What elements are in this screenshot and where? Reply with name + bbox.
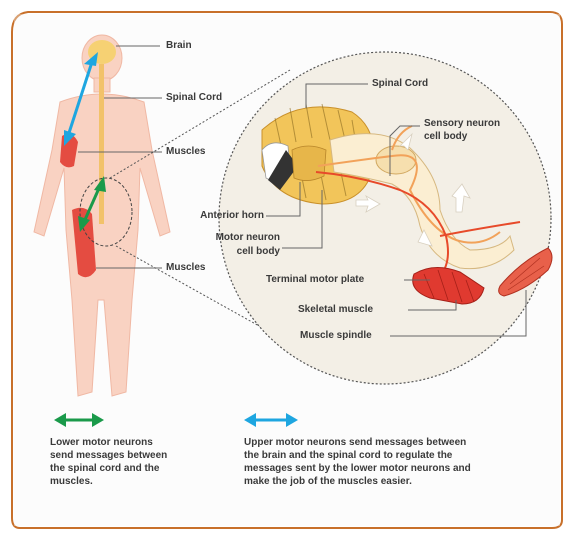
legend-upper-text: Upper motor neurons send messages betwee… — [244, 436, 544, 488]
legend-upper-line: make the job of the muscles easier. — [244, 475, 544, 488]
legend-upper-line: Upper motor neurons send messages betwee… — [244, 436, 544, 449]
legend-lower-line: the spinal cord and the — [50, 462, 230, 475]
legend-lower-line: Lower motor neurons — [50, 436, 230, 449]
label-motor-neuron-1: Motor neuron — [190, 232, 280, 244]
label-sensory-neuron-2: cell body — [424, 131, 467, 143]
label-motor-neuron-2: cell body — [190, 246, 280, 258]
label-muscles-upper: Muscles — [166, 146, 205, 158]
legend-lower-line: muscles. — [50, 475, 230, 488]
sensory-ganglion — [376, 146, 416, 174]
legend-upper-line: messages sent by the lower motor neurons… — [244, 462, 544, 475]
legend-upper-line: the brain and the spinal cord to regulat… — [244, 449, 544, 462]
legend-lower-text: Lower motor neurons send messages betwee… — [50, 436, 230, 488]
label-terminal-motor-plate: Terminal motor plate — [266, 274, 364, 286]
label-muscle-spindle: Muscle spindle — [300, 330, 372, 342]
label-spinal-cord-body: Spinal Cord — [166, 92, 222, 104]
label-brain: Brain — [166, 40, 192, 52]
body-spinal-cord — [99, 64, 104, 224]
legend-lower-line: send messages between — [50, 449, 230, 462]
label-spinal-cord-detail: Spinal Cord — [372, 78, 428, 90]
label-anterior-horn: Anterior horn — [170, 210, 264, 222]
label-skeletal-muscle: Skeletal muscle — [298, 304, 373, 316]
detail-circle — [219, 52, 551, 384]
label-sensory-neuron-1: Sensory neuron — [424, 118, 500, 130]
label-muscles-lower: Muscles — [166, 262, 205, 274]
